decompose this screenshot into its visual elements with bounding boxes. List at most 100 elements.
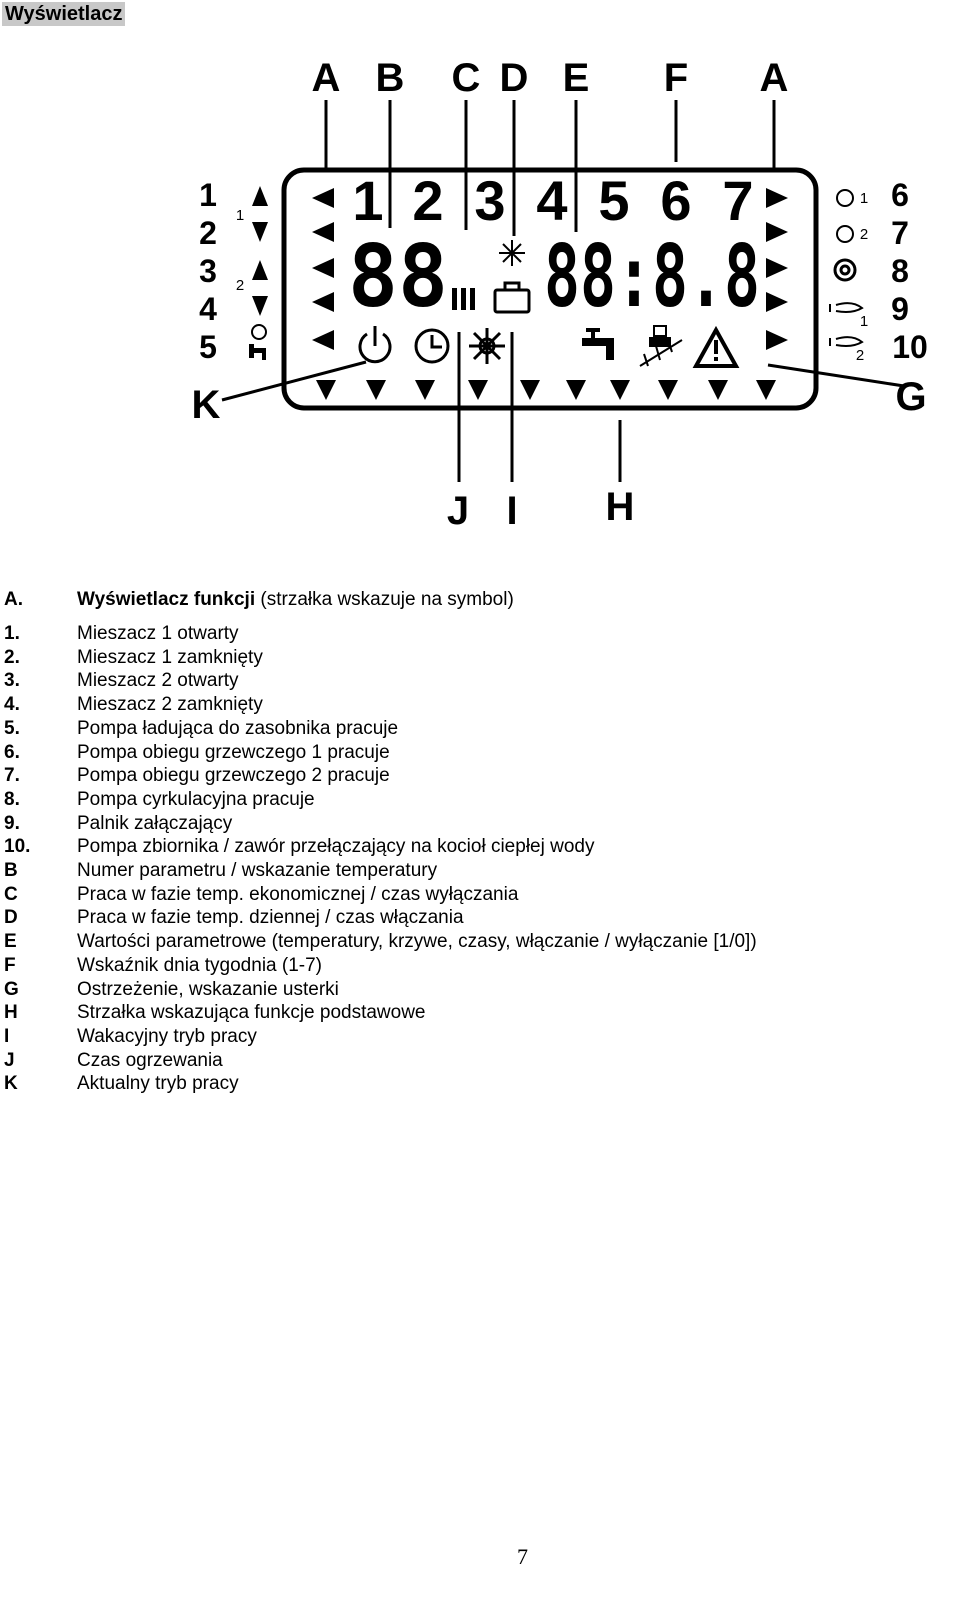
lcd-frame (281, 167, 819, 411)
legend-item-text: Strzałka wskazująca funkcje podstawowe (77, 1002, 426, 1024)
legend-header-title: Wyświetlacz funkcji (77, 589, 256, 610)
right-number-8: 8 (891, 253, 909, 289)
day-digit-5: 5 (598, 169, 629, 232)
callout-lines (221, 100, 905, 482)
callout-letter-g: G (895, 375, 926, 419)
mixer-2-label: 2 (236, 277, 244, 294)
callout-letter-f: F (664, 56, 688, 100)
day-digit-7: 7 (722, 169, 753, 232)
left-number-4: 4 (199, 291, 217, 327)
legend-item-key: D (4, 907, 18, 929)
page-number: 7 (517, 1544, 528, 1569)
callout-letter-d: D (500, 56, 529, 100)
heating-pump-1-icon (836, 189, 854, 207)
legend-header-rest: (strzałka wskazuje na symbol) (255, 589, 514, 610)
left-indicator-arrows (312, 188, 334, 350)
legend-item-text: Pompa obiegu grzewczego 1 pracuje (77, 741, 390, 763)
callout-letter-b: B (376, 56, 405, 100)
legend-item-text: Pompa cyrkulacyjna pracuje (77, 788, 315, 810)
sun-icon (469, 328, 505, 364)
warning-icon (692, 325, 740, 368)
heating-time-bars-icon (452, 288, 475, 310)
legend-item-key: 4. (4, 694, 20, 716)
clock-icon (414, 328, 450, 364)
burner-1-label: 1 (860, 313, 868, 330)
callout-letter-a-left: A (312, 56, 341, 100)
legend-item-text: Pompa zbiornika / zawór przełączający na… (77, 836, 595, 858)
legend-item-text: Praca w fazie temp. ekonomicznej / czas … (77, 883, 519, 905)
pump-1-label: 1 (860, 190, 868, 207)
parameter-value-display: 88:8.8 (544, 227, 760, 327)
parameter-number-display: 88 (348, 227, 448, 327)
legend-item-text: Mieszacz 1 zamknięty (77, 646, 263, 668)
legend-item-text: Czas ogrzewania (77, 1049, 223, 1071)
callout-letter-i: I (506, 489, 517, 533)
bottom-indicator-arrows (316, 380, 776, 400)
day-sun-icon (499, 240, 525, 266)
right-number-7: 7 (891, 215, 909, 251)
legend-item-key: 5. (4, 717, 20, 739)
legend-key: A. (4, 589, 23, 610)
left-number-1: 1 (199, 177, 217, 213)
legend-item-text: Mieszacz 1 otwarty (77, 623, 239, 644)
day-digit-1: 1 (352, 169, 383, 232)
legend-item-text: Praca w fazie temp. dziennej / czas włąc… (77, 907, 464, 929)
callout-letter-a-right: A (760, 56, 789, 100)
legend-item-key: G (4, 978, 19, 1000)
legend-item-text: Pompa obiegu grzewczego 2 pracuje (77, 765, 390, 787)
legend-item-key: K (4, 1073, 18, 1095)
mixer-1-label: 1 (236, 207, 244, 224)
power-icon (358, 326, 392, 364)
moon-icon (538, 328, 556, 364)
legend-item-text: Wartości parametrowe (temperatury, krzyw… (77, 931, 757, 953)
burner-2-label: 2 (856, 347, 864, 364)
legend-item-key: H (4, 1002, 18, 1024)
legend-item-key: 10. (4, 836, 31, 858)
legend-item-key: E (4, 931, 17, 953)
day-digit-3: 3 (474, 169, 505, 232)
legend-item-text: Mieszacz 2 zamknięty (77, 694, 263, 716)
lcd-display-diagram: A B C D E F A 1 2 3 4 5 1 2 (192, 56, 928, 533)
legend-item-key: 1. (4, 623, 20, 644)
mixer-arrow-icons (252, 186, 268, 316)
chimney-sweep-icon (639, 325, 683, 367)
callout-letter-c: C (452, 56, 481, 100)
legend-item-text: Wakacyjny tryb pracy (77, 1025, 257, 1047)
left-number-2: 2 (199, 215, 217, 251)
storage-pump-icon (251, 324, 267, 340)
right-number-10: 10 (892, 329, 928, 365)
legend-header-text: Wyświetlacz funkcji (strzałka wskazuje n… (77, 588, 514, 612)
legend-item-key: 7. (4, 765, 20, 787)
callout-letter-h: H (606, 485, 635, 529)
right-number-6: 6 (891, 177, 909, 213)
legend-item-key: 6. (4, 741, 20, 763)
left-number-5: 5 (199, 329, 217, 365)
callout-letter-j: J (447, 489, 469, 533)
legend-item-text: Aktualny tryb pracy (77, 1073, 239, 1095)
legend-item-key: F (4, 954, 16, 976)
section-heading: Wyświetlacz (2, 2, 126, 26)
legend-item-key: B (4, 860, 18, 881)
day-digit-2: 2 (412, 169, 443, 232)
legend-item-key: 2. (4, 646, 20, 668)
storage-tap-icon (249, 344, 266, 360)
callout-letter-e: E (563, 56, 590, 100)
legend-item-key: I (4, 1025, 10, 1047)
right-number-9: 9 (891, 291, 909, 327)
legend-item-text: Numer parametru / wskazanie temperatury (77, 860, 438, 881)
economy-moon-icon (464, 242, 476, 266)
burner-1-icon (829, 302, 864, 313)
tap-icon (582, 328, 614, 360)
circulation-pump-icon (833, 258, 857, 282)
vacation-suitcase-icon (493, 281, 531, 314)
pump-2-label: 2 (860, 226, 868, 243)
callout-letter-k: K (192, 383, 221, 427)
right-indicator-arrows (766, 188, 788, 350)
legend-item-text: Palnik załączający (77, 812, 233, 834)
heating-pump-2-icon (836, 225, 854, 243)
legend-item-key: 3. (4, 670, 20, 692)
legend-item-key: 9. (4, 812, 20, 834)
day-digit-6: 6 (660, 169, 691, 232)
legend-item-key: 8. (4, 788, 20, 810)
legend-item-text: Ostrzeżenie, wskazanie usterki (77, 978, 339, 1000)
